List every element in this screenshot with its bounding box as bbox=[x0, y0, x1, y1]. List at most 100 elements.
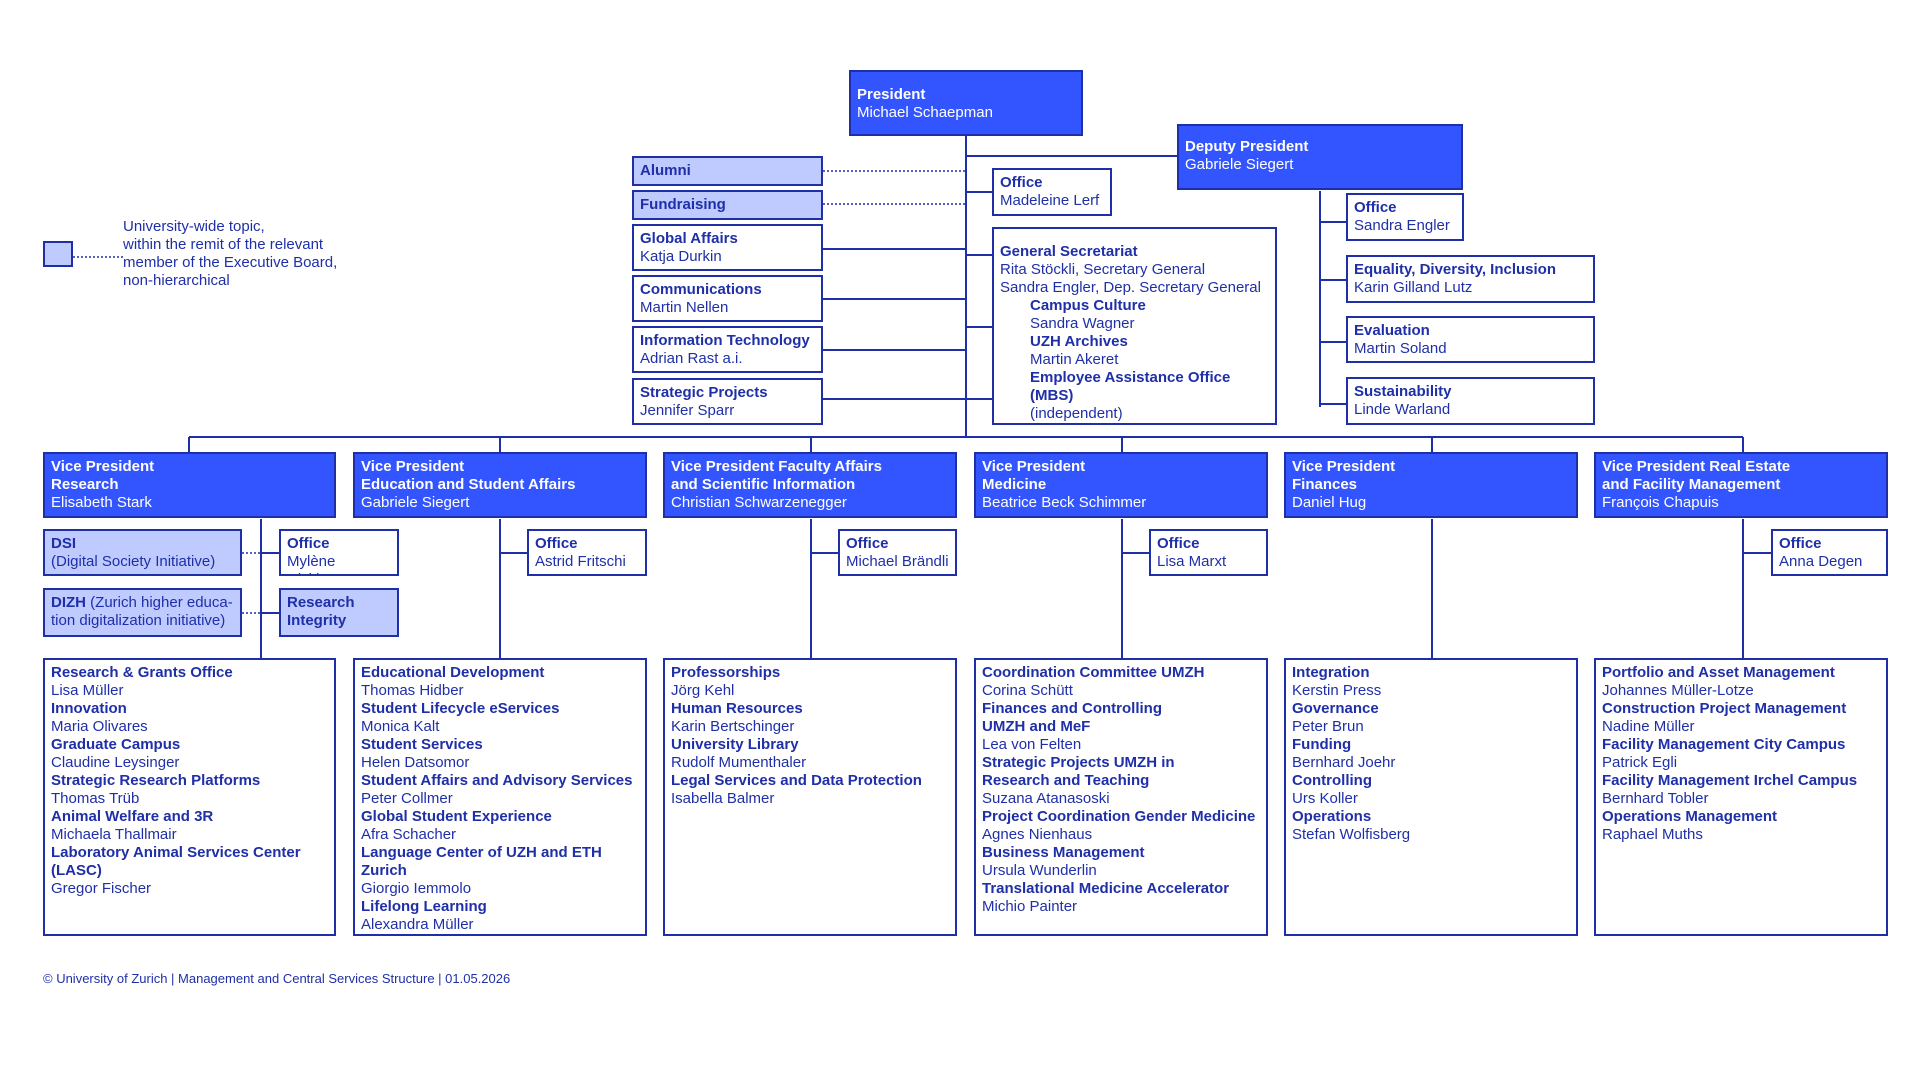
research-office-title: Office bbox=[287, 535, 330, 552]
unit-title: Research & Grants Office bbox=[51, 664, 233, 681]
footer-text: © University of Zurich | Management and … bbox=[43, 971, 511, 986]
vp-research-title-1: Vice President bbox=[51, 458, 155, 475]
gen-sec-title: General Secretariat bbox=[1000, 243, 1138, 260]
unit-title: UMZH and MeF bbox=[982, 718, 1091, 735]
unit-person: Jörg Kehl bbox=[671, 682, 735, 699]
communications-name: Martin Nellen bbox=[640, 299, 729, 316]
president-office-title: Office bbox=[1000, 174, 1043, 191]
unit-title: Research and Teaching bbox=[982, 772, 1150, 789]
unit-person: Johannes Müller-Lotze bbox=[1602, 682, 1754, 699]
unit-title: Lifelong Learning bbox=[361, 898, 487, 915]
unit-person: Helen Datsomor bbox=[361, 754, 470, 771]
dizh-title: DIZH bbox=[51, 594, 86, 611]
evaluation-box: Evaluation Martin Soland bbox=[1346, 316, 1595, 363]
deputy-president-box: Deputy President Gabriele Siegert bbox=[1177, 124, 1463, 190]
unit-person: Kerstin Press bbox=[1292, 682, 1382, 699]
medicine-office-name: Lisa Marxt bbox=[1157, 553, 1227, 570]
vp-medicine-box: Vice President Medicine Beatrice Beck Sc… bbox=[974, 452, 1268, 518]
education-office-title: Office bbox=[535, 535, 578, 552]
real-estate-office-title: Office bbox=[1779, 535, 1822, 552]
evaluation-name: Martin Soland bbox=[1354, 340, 1447, 357]
strategic-projects-box: Strategic Projects Jennifer Sparr bbox=[632, 378, 823, 425]
unit-person: Isabella Balmer bbox=[671, 790, 775, 807]
unit-person: Raphael Muths bbox=[1602, 826, 1703, 843]
education-office-box: Office Astrid Fritschi bbox=[527, 529, 647, 576]
faculty-office-title: Office bbox=[846, 535, 889, 552]
unit-title: Operations Management bbox=[1602, 808, 1778, 825]
unit-person: Claudine Leysinger bbox=[51, 754, 180, 771]
unit-title: Governance bbox=[1292, 700, 1379, 717]
unit-title: Human Resources bbox=[671, 700, 803, 717]
vp-real-estate-title-2: and Facility Management bbox=[1602, 476, 1781, 493]
information-technology-title: Information Technology bbox=[640, 332, 810, 349]
dsi-sub: (Digital Society Initiative) bbox=[51, 553, 216, 570]
deputy-office-name: Sandra Engler bbox=[1354, 217, 1450, 234]
edi-box: Equality, Diversity, Inclusion Karin Gil… bbox=[1346, 255, 1595, 303]
real-estate-office-box: Office Anna Degen bbox=[1771, 529, 1888, 576]
unit-title: Facility Management City Campus bbox=[1602, 736, 1846, 753]
dsi-box: DSI (Digital Society Initiative) bbox=[43, 529, 242, 576]
medicine-office-box: Office Lisa Marxt bbox=[1149, 529, 1268, 576]
campus-culture-title: Campus Culture bbox=[1030, 297, 1146, 314]
vp-finances-title-1: Vice President bbox=[1292, 458, 1396, 475]
unit-person: Thomas Trüb bbox=[51, 790, 140, 807]
information-technology-box: Information Technology Adrian Rast a.i. bbox=[632, 326, 823, 373]
unit-person: Giorgio Iemmolo bbox=[361, 880, 472, 897]
vp-finances-box: Vice President Finances Daniel Hug bbox=[1284, 452, 1578, 518]
fundraising-title: Fundraising bbox=[640, 196, 726, 213]
dsi-title: DSI bbox=[51, 535, 77, 552]
vp-research-box: Vice President Research Elisabeth Stark bbox=[43, 452, 336, 518]
president-title: President bbox=[857, 86, 926, 103]
unit-title: Student Services bbox=[361, 736, 483, 753]
unit-title: Coordination Committee UMZH bbox=[982, 664, 1205, 681]
gen-sec-line-1: Rita Stöckli, Secretary General bbox=[1000, 261, 1206, 278]
fundraising-box: Fundraising bbox=[632, 190, 823, 220]
deputy-title: Deputy President bbox=[1185, 138, 1309, 155]
unit-person: Monica Kalt bbox=[361, 718, 440, 735]
unit-person: Corina Schütt bbox=[982, 682, 1073, 699]
unit-person: Bernhard Joehr bbox=[1292, 754, 1396, 771]
unit-title: Student Lifecycle eServices bbox=[361, 700, 560, 717]
unit-title: Funding bbox=[1292, 736, 1352, 753]
alumni-title: Alumni bbox=[640, 162, 691, 179]
legend-text: University-wide topic, within the remit … bbox=[123, 218, 383, 290]
unit-title: Facility Management Irchel Campus bbox=[1602, 772, 1858, 789]
legend-line-2: within the remit of the relevant bbox=[123, 236, 324, 253]
legend-line-4: non-hierarchical bbox=[123, 272, 230, 289]
unit-person: Patrick Egli bbox=[1602, 754, 1678, 771]
unit-title: Integration bbox=[1292, 664, 1370, 681]
unit-title: Educational Development bbox=[361, 664, 545, 681]
edi-name: Karin Gilland Lutz bbox=[1354, 279, 1473, 296]
vp-real-estate-name: François Chapuis bbox=[1602, 494, 1719, 511]
mbs-note: (independent) bbox=[1030, 405, 1123, 422]
sustainability-name: Linde Warland bbox=[1354, 401, 1451, 418]
vp-education-title-1: Vice President bbox=[361, 458, 465, 475]
unit-title: Business Management bbox=[982, 844, 1145, 861]
unit-person: Bernhard Tobler bbox=[1602, 790, 1709, 807]
unit-person: Agnes Nienhaus bbox=[982, 826, 1093, 843]
unit-person: Alexandra Müller bbox=[361, 916, 474, 933]
education-office-name: Astrid Fritschi bbox=[535, 553, 626, 570]
strategic-projects-name: Jennifer Sparr bbox=[640, 402, 735, 419]
unit-person: Suzana Atanasoski bbox=[982, 790, 1110, 807]
strategic-projects-title: Strategic Projects bbox=[640, 384, 768, 401]
unit-person: Peter Brun bbox=[1292, 718, 1364, 735]
legend-swatch bbox=[43, 241, 73, 267]
unit-title: Construction Project Management bbox=[1602, 700, 1847, 717]
faculty-office-box: Office Michael Brändli bbox=[838, 529, 957, 576]
unit-title: Project Coordination Gender Medicine bbox=[982, 808, 1256, 825]
research-office-box: Office Mylène Nicklaus bbox=[279, 529, 399, 576]
dizh-box: DIZH (Zurich higher educa- tion digitali… bbox=[43, 588, 242, 637]
unit-title: Global Student Experience bbox=[361, 808, 552, 825]
uzh-archives-name: Martin Akeret bbox=[1030, 351, 1119, 368]
unit-person: Rudolf Mumenthaler bbox=[671, 754, 807, 771]
campus-culture-name: Sandra Wagner bbox=[1030, 315, 1135, 332]
unit-person: Stefan Wolfisberg bbox=[1292, 826, 1411, 843]
unit-title: Innovation bbox=[51, 700, 127, 717]
unit-title: Laboratory Animal Services Center bbox=[51, 844, 301, 861]
unit-person: Lisa Müller bbox=[51, 682, 124, 699]
vp-faculty-box: Vice President Faculty Affairs and Scien… bbox=[663, 452, 957, 518]
